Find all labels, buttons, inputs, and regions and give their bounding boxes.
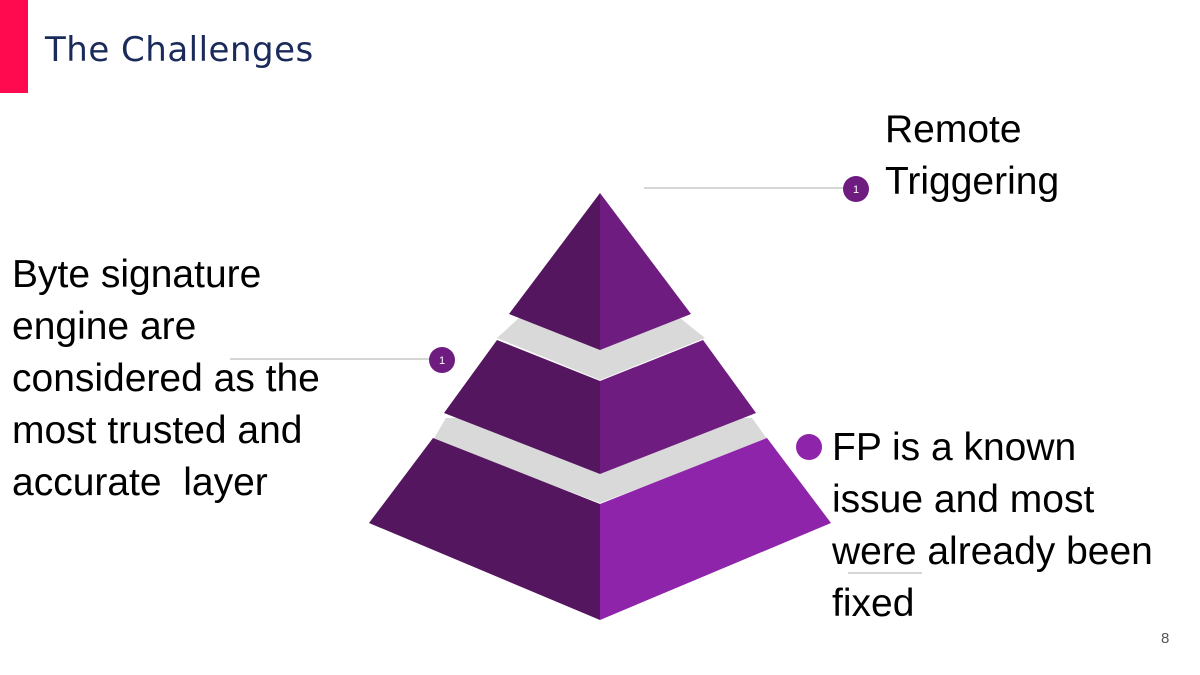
marker-dot-right <box>796 434 822 460</box>
callout-left-line-2: engine are <box>12 305 197 348</box>
accent-bar <box>0 0 28 93</box>
pyramid-tier-middle-right <box>600 340 756 474</box>
pyramid-tier-top-left <box>509 193 600 350</box>
callout-right-line-1: FP is a known <box>832 426 1077 469</box>
callout-left-line-4: most trusted and <box>12 409 303 452</box>
callout-left-line-1: Byte signature <box>12 253 262 296</box>
marker-label-top: 1 <box>853 184 859 196</box>
callout-remote-triggering: Remote Triggering <box>885 104 1059 208</box>
callout-top-line-1: Remote <box>885 108 1022 151</box>
marker-label-left: 1 <box>439 355 445 367</box>
pyramid-tier-bottom-right <box>600 438 831 620</box>
pyramid-tier-bottom-left <box>369 438 600 620</box>
slide-title: The Challenges <box>45 30 314 70</box>
marker-dot-left <box>429 347 455 373</box>
callout-byte-signature: Byte signature engine are considered as … <box>12 249 392 509</box>
marker-dot-top <box>843 176 869 202</box>
pyramid-tier-middle-left <box>444 340 600 474</box>
pyramid-tier-top-right <box>600 193 691 350</box>
callout-fp-known-issue: FP is a known issue and most were alread… <box>832 422 1192 630</box>
callout-right-line-3: were already been <box>832 530 1153 573</box>
callout-top-line-2: Triggering <box>885 160 1060 203</box>
page-number: 8 <box>1161 630 1170 647</box>
callout-right-line-4: fixed <box>832 582 915 625</box>
callout-left-line-5: accurate layer <box>12 461 268 504</box>
callout-left-line-3: considered as the <box>12 357 320 400</box>
callout-right-line-2: issue and most <box>832 478 1095 521</box>
